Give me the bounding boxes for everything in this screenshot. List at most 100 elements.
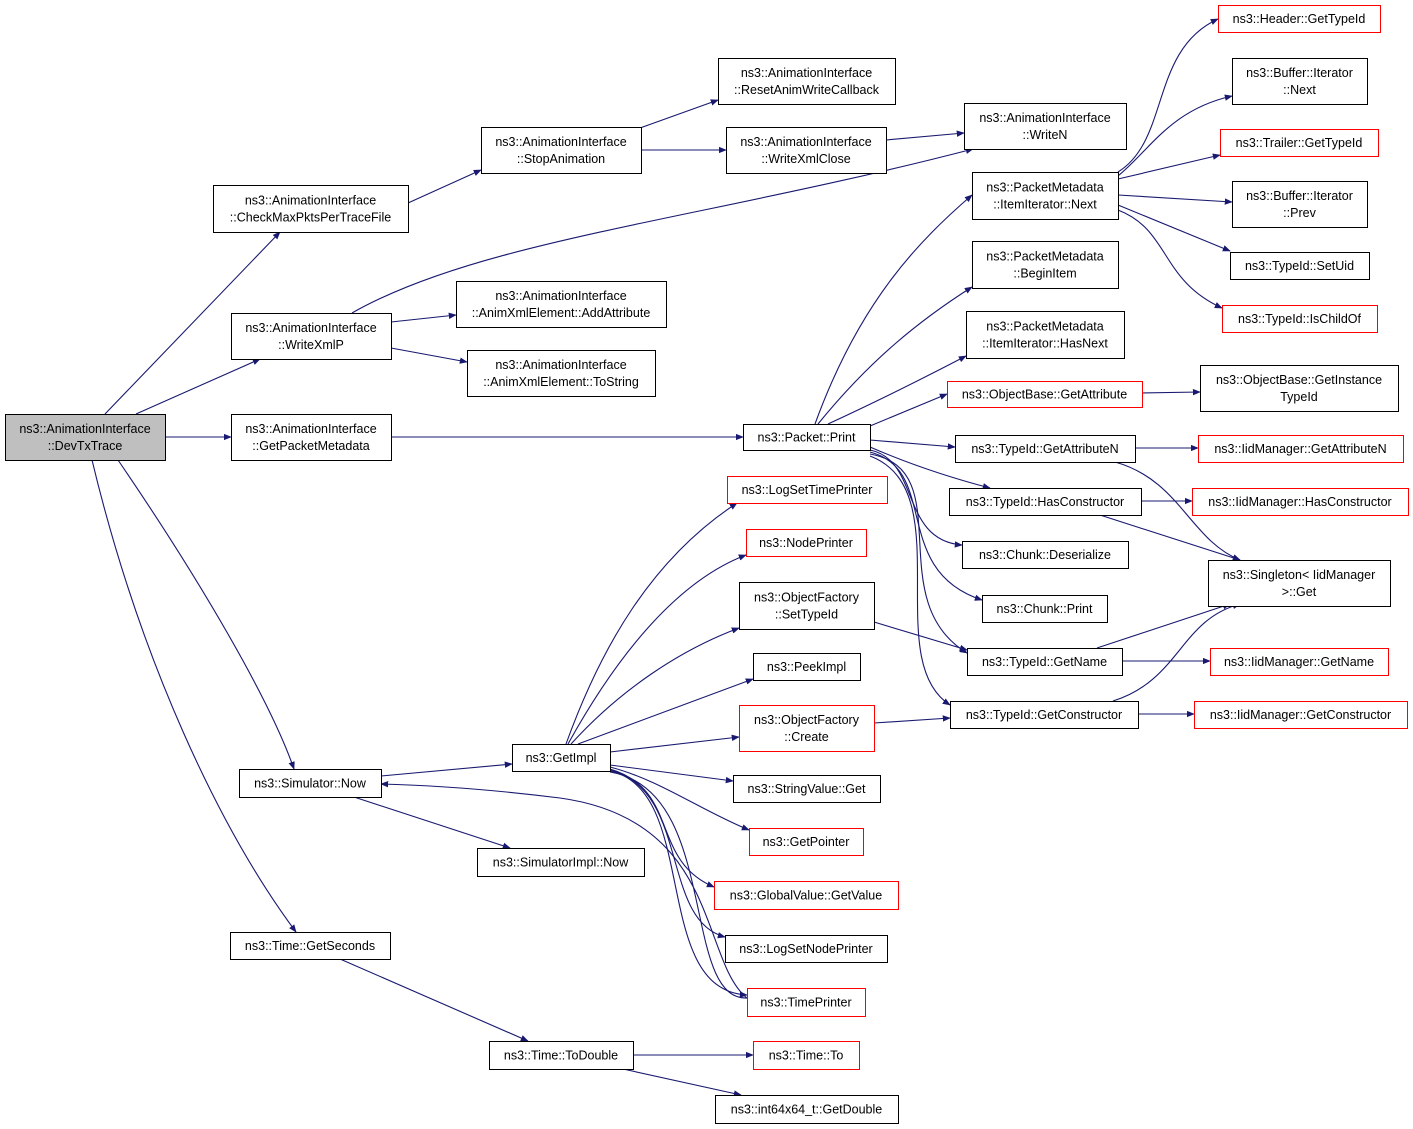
function-node-writexmlp[interactable]: ns3::AnimationInterface::WriteXmlP (231, 313, 392, 360)
function-node-hdrtypeid[interactable]: ns3::Header::GetTypeId (1218, 5, 1381, 33)
node-box[interactable] (1218, 5, 1381, 33)
function-node-resetanim[interactable]: ns3::AnimationInterface::ResetAnimWriteC… (718, 58, 896, 105)
node-box[interactable] (733, 775, 881, 803)
function-node-trailertid[interactable]: ns3::Trailer::GetTypeId (1220, 129, 1379, 157)
node-box[interactable] (231, 313, 392, 360)
node-box[interactable] (1192, 488, 1409, 516)
function-node-objfacsettid[interactable]: ns3::ObjectFactory::SetTypeId (739, 582, 875, 630)
function-node-todouble[interactable]: ns3::Time::ToDouble (489, 1041, 634, 1070)
node-box[interactable] (239, 769, 382, 798)
function-node-iid-getattrn[interactable]: ns3::IidManager::GetAttributeN (1198, 435, 1404, 463)
function-node-checkmax[interactable]: ns3::AnimationInterface::CheckMaxPktsPer… (213, 185, 409, 233)
node-box[interactable] (966, 311, 1125, 359)
node-box[interactable] (950, 701, 1139, 729)
node-box[interactable] (1194, 701, 1408, 729)
function-node-objgetattr[interactable]: ns3::ObjectBase::GetAttribute (947, 381, 1143, 408)
function-node-iid-getname[interactable]: ns3::IidManager::GetName (1210, 648, 1389, 676)
function-node-hasctor[interactable]: ns3::TypeId::HasConstructor (949, 488, 1142, 516)
function-node-getseconds[interactable]: ns3::Time::GetSeconds (230, 932, 391, 960)
function-node-bufnext[interactable]: ns3::Buffer::Iterator::Next (1232, 58, 1368, 105)
node-box[interactable] (753, 653, 861, 681)
function-node-getattrn[interactable]: ns3::TypeId::GetAttributeN (955, 435, 1136, 463)
function-node-getctor[interactable]: ns3::TypeId::GetConstructor (950, 701, 1139, 729)
node-box[interactable] (715, 1095, 899, 1124)
node-box[interactable] (230, 932, 391, 960)
node-box[interactable] (947, 381, 1143, 408)
node-box[interactable] (726, 127, 887, 174)
node-box[interactable] (753, 1041, 860, 1070)
function-node-getpointer[interactable]: ns3::GetPointer (749, 828, 864, 856)
function-node-writen[interactable]: ns3::AnimationInterface::WriteN (964, 103, 1127, 150)
node-box[interactable] (456, 281, 667, 328)
node-box[interactable] (747, 988, 866, 1017)
node-box[interactable] (481, 127, 642, 174)
node-box[interactable] (743, 424, 871, 451)
function-node-stopanim[interactable]: ns3::AnimationInterface::StopAnimation (481, 127, 642, 174)
node-box[interactable] (1220, 129, 1379, 157)
function-node-getdouble[interactable]: ns3::int64x64_t::GetDouble (715, 1095, 899, 1124)
node-box[interactable] (749, 828, 864, 856)
function-node-bufprev[interactable]: ns3::Buffer::Iterator::Prev (1232, 181, 1368, 228)
node-box[interactable] (727, 476, 888, 504)
function-node-itnext[interactable]: ns3::PacketMetadata::ItemIterator::Next (972, 172, 1119, 220)
node-box[interactable] (213, 185, 409, 233)
node-box[interactable] (962, 541, 1129, 569)
function-node-objfaccreate[interactable]: ns3::ObjectFactory::Create (739, 705, 875, 752)
node-box[interactable] (714, 881, 899, 910)
node-box[interactable] (955, 435, 1136, 463)
function-node-globalvalget[interactable]: ns3::GlobalValue::GetValue (714, 881, 899, 910)
function-node-chunkprint[interactable]: ns3::Chunk::Print (982, 595, 1108, 623)
function-node-getname[interactable]: ns3::TypeId::GetName (967, 648, 1123, 676)
node-box[interactable] (739, 705, 875, 752)
node-box[interactable] (1200, 365, 1399, 412)
function-node-simnow[interactable]: ns3::Simulator::Now (239, 769, 382, 798)
node-box[interactable] (725, 935, 888, 963)
node-box[interactable] (1230, 252, 1370, 280)
function-node-tostring[interactable]: ns3::AnimationInterface::AnimXmlElement:… (467, 350, 656, 397)
node-box[interactable] (1198, 435, 1404, 463)
node-box[interactable] (1210, 648, 1389, 676)
node-box[interactable] (5, 414, 166, 461)
function-node-iid-hasctor[interactable]: ns3::IidManager::HasConstructor (1192, 488, 1409, 516)
function-node-ischildof[interactable]: ns3::TypeId::IsChildOf (1222, 305, 1378, 333)
node-box[interactable] (964, 103, 1127, 150)
function-node-iid-getctor[interactable]: ns3::IidManager::GetConstructor (1194, 701, 1408, 729)
function-node-nodeprinter[interactable]: ns3::NodePrinter (746, 529, 867, 557)
node-box[interactable] (972, 241, 1119, 289)
function-node-beginitem[interactable]: ns3::PacketMetadata::BeginItem (972, 241, 1119, 289)
function-node-strvalget[interactable]: ns3::StringValue::Get (733, 775, 881, 803)
node-box[interactable] (489, 1041, 634, 1070)
node-box[interactable] (231, 414, 392, 461)
function-node-timeprinter[interactable]: ns3::TimePrinter (747, 988, 866, 1017)
function-node-hasnext[interactable]: ns3::PacketMetadata::ItemIterator::HasNe… (966, 311, 1125, 359)
node-box[interactable] (1208, 560, 1391, 607)
function-node-pktprint[interactable]: ns3::Packet::Print (743, 424, 871, 451)
function-node-devtx[interactable]: ns3::AnimationInterface::DevTxTrace (5, 414, 166, 461)
node-box[interactable] (467, 350, 656, 397)
function-node-timeto[interactable]: ns3::Time::To (753, 1041, 860, 1070)
node-box[interactable] (512, 744, 611, 772)
function-node-logsetnode[interactable]: ns3::LogSetNodePrinter (725, 935, 888, 963)
function-node-writexmlclose[interactable]: ns3::AnimationInterface::WriteXmlClose (726, 127, 887, 174)
function-node-getpktmeta[interactable]: ns3::AnimationInterface::GetPacketMetada… (231, 414, 392, 461)
function-node-getimpl[interactable]: ns3::GetImpl (512, 744, 611, 772)
function-node-logsettime[interactable]: ns3::LogSetTimePrinter (727, 476, 888, 504)
function-node-addattr[interactable]: ns3::AnimationInterface::AnimXmlElement:… (456, 281, 667, 328)
node-box[interactable] (967, 648, 1123, 676)
node-box[interactable] (718, 58, 896, 105)
function-node-simimplnow[interactable]: ns3::SimulatorImpl::Now (477, 848, 645, 877)
node-box[interactable] (477, 848, 645, 877)
node-box[interactable] (1222, 305, 1378, 333)
node-box[interactable] (746, 529, 867, 557)
node-box[interactable] (1232, 58, 1368, 105)
node-box[interactable] (949, 488, 1142, 516)
node-box[interactable] (982, 595, 1108, 623)
function-node-singleton[interactable]: ns3::Singleton< IidManager>::Get (1208, 560, 1391, 607)
node-box[interactable] (972, 172, 1119, 220)
function-node-setuid[interactable]: ns3::TypeId::SetUid (1230, 252, 1370, 280)
function-node-chunkdeser[interactable]: ns3::Chunk::Deserialize (962, 541, 1129, 569)
node-box[interactable] (739, 582, 875, 630)
function-node-peekimpl[interactable]: ns3::PeekImpl (753, 653, 861, 681)
node-box[interactable] (1232, 181, 1368, 228)
